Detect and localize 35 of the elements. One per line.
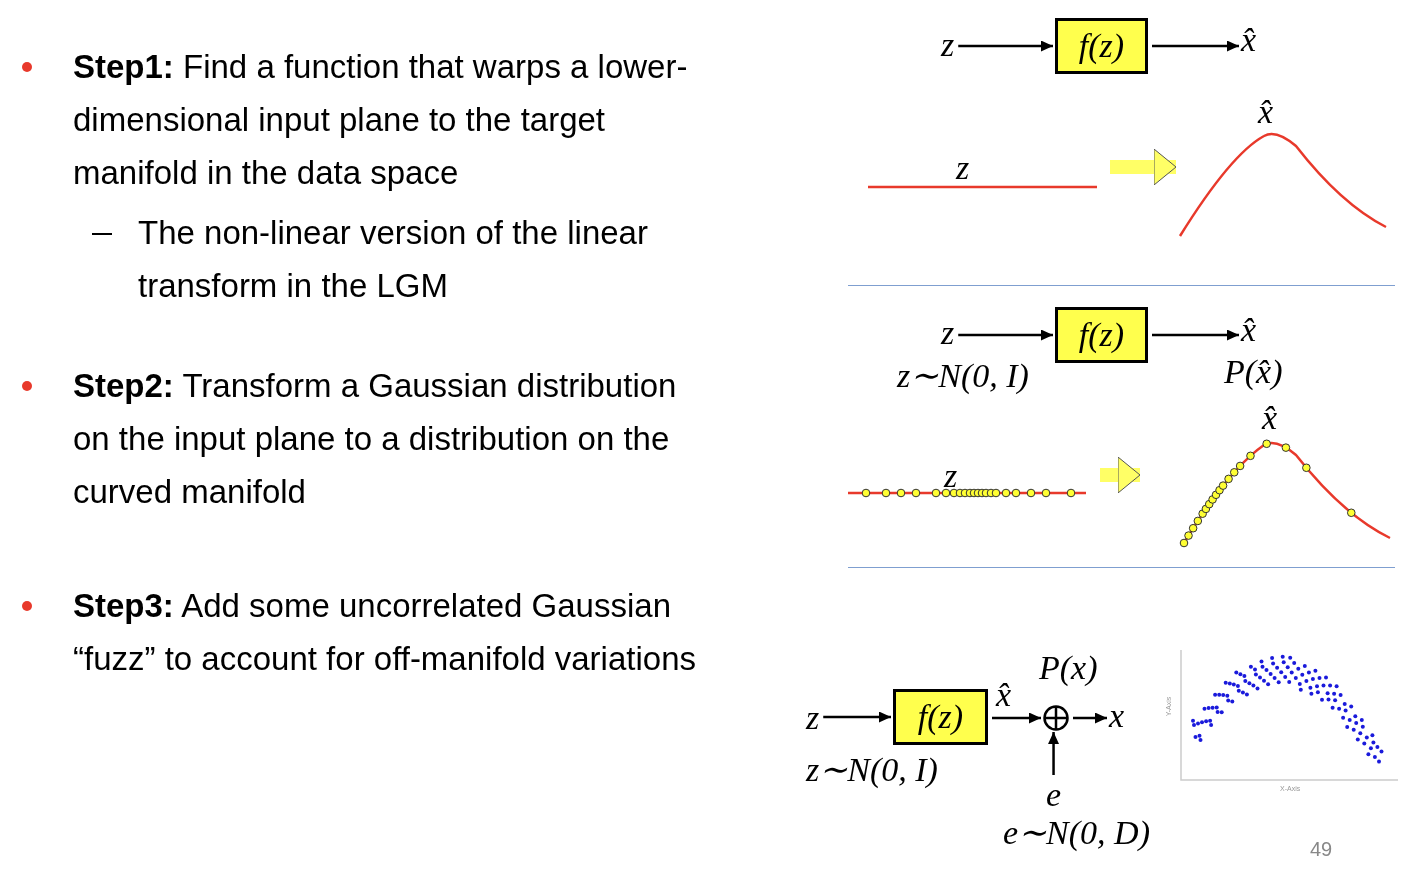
math-annotation: P(x) — [1039, 650, 1098, 686]
bullet-text: Step1: Find a function that warps a lower-dimensional input plane to the target manifold in the data space — [73, 47, 689, 193]
function-box: f(z) — [1055, 18, 1148, 74]
function-box: f(z) — [893, 689, 988, 745]
arrow — [1048, 732, 1060, 775]
math-annotation: z∼N(0, I) — [806, 752, 938, 788]
math-variable: x̂ — [1258, 94, 1274, 130]
math-variable: z — [956, 150, 970, 186]
math-variable: x̂ — [1241, 312, 1257, 348]
arrow — [958, 329, 1053, 341]
math-annotation: z∼N(0, I) — [897, 358, 1029, 394]
block-arrow — [1110, 148, 1177, 186]
arrow — [992, 712, 1041, 724]
math-variable: x̂ — [1241, 22, 1257, 58]
arrow — [1152, 40, 1239, 52]
page-number: 49 — [1310, 838, 1333, 861]
block-arrow — [1100, 456, 1141, 494]
math-variable: z — [944, 458, 958, 494]
bullet-text: Step3: Add some uncorrelated Gaussian “fuzz” to account for off-manifold variations — [73, 586, 697, 679]
math-variable: z — [806, 700, 820, 736]
math-variable: x — [1109, 698, 1125, 734]
summing-junction — [1043, 705, 1069, 731]
arrow — [823, 711, 891, 723]
arrow — [1152, 329, 1239, 341]
math-annotation: e∼N(0, D) — [1003, 815, 1150, 851]
arrow — [1073, 712, 1107, 724]
bullet-text: The non-linear version of the linear transform in the LGM — [138, 213, 649, 306]
math-annotation: P(x̂) — [1224, 354, 1283, 390]
math-variable: e — [1046, 777, 1062, 813]
math-variable: x̂ — [1262, 400, 1278, 436]
function-box: f(z) — [1055, 307, 1148, 363]
bullet-text: Step2: Transform a Gaussian distribution on the input plane to a distribution on the curved manifold — [73, 366, 678, 512]
math-variable: z — [941, 27, 955, 63]
math-variable: z — [941, 315, 955, 351]
arrow — [958, 40, 1053, 52]
